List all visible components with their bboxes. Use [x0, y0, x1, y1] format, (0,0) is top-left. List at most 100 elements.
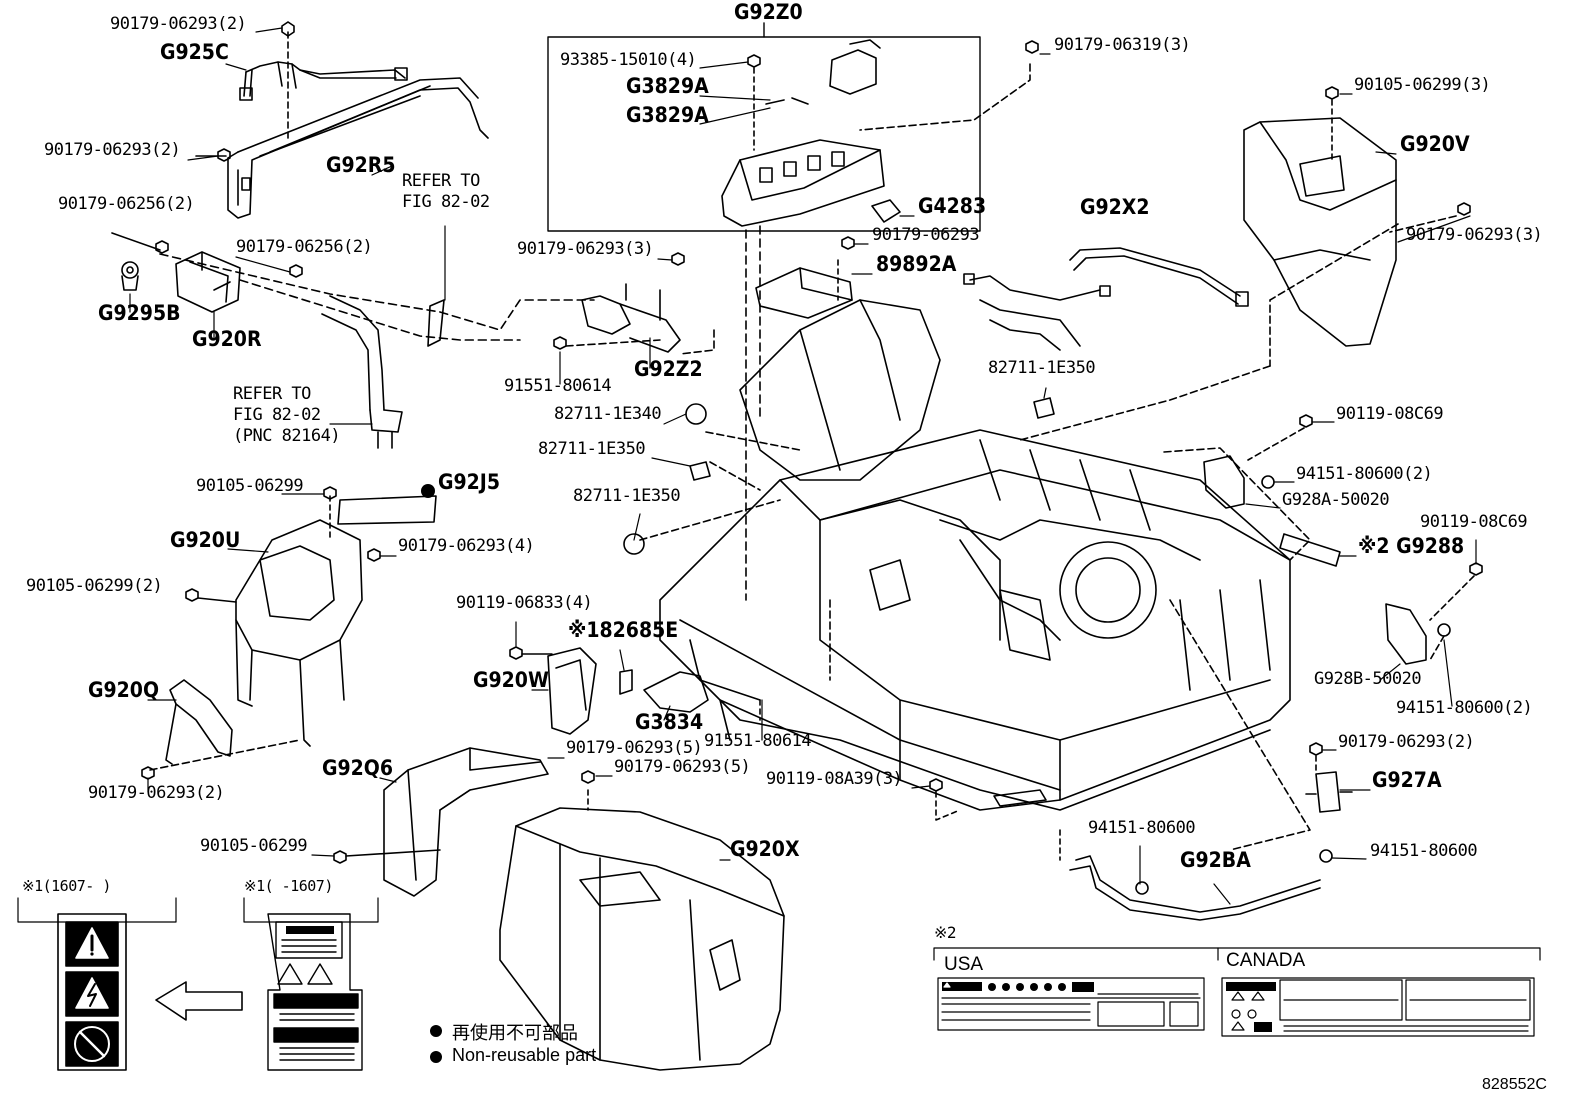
- part-label: 90179-06319(3): [1054, 35, 1191, 55]
- part-label: 94151-80600: [1370, 841, 1478, 861]
- part-label: G92X2: [1080, 195, 1150, 219]
- part-label: 90119-06833(4): [456, 593, 593, 613]
- part-label: G920Q: [88, 678, 159, 702]
- part-label: 91551-80614: [504, 376, 612, 396]
- part-label: 82711-1E350: [573, 486, 681, 506]
- bracket-g920r: [175, 251, 241, 313]
- part-label: G920X: [730, 837, 800, 861]
- bracket-g92r5: [227, 77, 489, 219]
- part-label: 90119-08C69: [1336, 404, 1444, 424]
- part-label: 94151-80600: [1088, 818, 1196, 838]
- bracket-g928a: [1203, 455, 1245, 509]
- part-label: ※2 G9288: [1358, 534, 1465, 558]
- label-82685e: [619, 669, 633, 695]
- warning-label-old: [267, 913, 363, 1071]
- part-label: 90105-06299: [200, 836, 308, 856]
- part-label: G920R: [192, 327, 262, 351]
- part-label: G920U: [170, 528, 241, 552]
- part-label: G920V: [1400, 132, 1470, 156]
- cable-assembly: [321, 225, 446, 449]
- part-label: 90179-06293(2): [44, 140, 181, 160]
- usa-danger-label: [937, 977, 1205, 1031]
- arrow-left: [155, 981, 243, 1021]
- harness-g925c: [239, 61, 408, 101]
- label-sheet-g92j5: [337, 495, 437, 525]
- part-label: G925C: [160, 40, 229, 64]
- part-label: 82711-1E350: [538, 439, 646, 459]
- cable-g92ba: [1069, 849, 1333, 921]
- part-label: 94151-80600(2): [1296, 464, 1433, 484]
- part-label: G3834: [635, 710, 704, 734]
- part-label: 89892A: [876, 252, 957, 276]
- part-label: (PNC 82164): [233, 426, 341, 446]
- part-label: G928A-50020: [1282, 490, 1390, 510]
- part-label: G3829A: [626, 74, 709, 98]
- clamp-g3834: [643, 671, 709, 713]
- part-label: 90179-06293(3): [1406, 225, 1543, 245]
- date-range-label-old: ※1( -1607): [244, 877, 333, 895]
- part-label: G3829A: [626, 103, 709, 127]
- cover-g92q6: [383, 747, 549, 897]
- bracket-g920q: [165, 679, 233, 765]
- part-label: 82711-1E340: [554, 404, 662, 424]
- sensor-g9295b: [121, 261, 139, 291]
- part-label: 94151-80600(2): [1396, 698, 1533, 718]
- part-label: FIG 82-02: [233, 405, 321, 425]
- part-label: 90179-06293(2): [110, 14, 247, 34]
- part-label: FIG 82-02: [402, 192, 490, 212]
- legend-non-reusable-en: Non-reusable part: [452, 1045, 597, 1065]
- part-label: 82711-1E350: [988, 358, 1096, 378]
- part-label: G4283: [918, 194, 987, 218]
- part-label: G927A: [1372, 768, 1442, 792]
- part-label: 90179-06293(2): [1338, 732, 1475, 752]
- part-label: G92Z2: [634, 357, 703, 381]
- note-2-mark: ※2: [934, 923, 957, 942]
- part-label: 90105-06299: [196, 476, 304, 496]
- bracket-g927a: [1315, 771, 1341, 813]
- group-box-title: G92Z0: [734, 0, 803, 24]
- part-label: 90179-06293(3): [517, 239, 654, 259]
- part-label: 90105-06299(2): [26, 576, 163, 596]
- part-label: REFER TO: [402, 171, 480, 191]
- part-label: G928B-50020: [1314, 669, 1422, 689]
- undercover-g920x: [499, 807, 785, 1071]
- bracket-g920w: [547, 647, 597, 735]
- warning-label-new: [57, 913, 127, 1071]
- label-g9288: [1279, 533, 1341, 567]
- battery-assembly: [659, 299, 1291, 811]
- part-label: 93385-15010(4): [560, 50, 697, 70]
- part-label: G920W: [473, 668, 549, 692]
- part-label: 90105-06299(3): [1354, 75, 1491, 95]
- part-label: ※182685E: [568, 618, 679, 642]
- part-label: 90179-06293(5): [566, 738, 703, 758]
- bracket-g92z2: [581, 283, 681, 353]
- part-label: G92J5: [438, 470, 500, 494]
- bracket-g928b: [1385, 603, 1427, 665]
- part-label: G92Q6: [322, 756, 393, 780]
- part-label: 90179-06293(2): [88, 783, 225, 803]
- part-label: 90119-08C69: [1420, 512, 1528, 532]
- part-label: 91551-80614: [704, 731, 812, 751]
- part-label: 90179-06293(4): [398, 536, 535, 556]
- part-label: 90179-06293(5): [614, 757, 751, 777]
- relay-block-g92z0: [721, 39, 885, 227]
- canada-danger-label: [1221, 977, 1535, 1037]
- legend-non-reusable-jp: 再使用不可部品: [452, 1023, 578, 1043]
- part-label: 90179-06256(2): [58, 194, 195, 214]
- figure-code: 828552C: [1482, 1076, 1547, 1093]
- part-label: G92R5: [326, 153, 396, 177]
- part-label: G92BA: [1180, 848, 1251, 872]
- part-label: 90179-06293: [872, 225, 980, 245]
- cover-g920v: [1243, 117, 1397, 347]
- canada-label-title: CANADA: [1226, 950, 1306, 971]
- part-label: 90119-08A39(3): [766, 769, 903, 789]
- usa-label-title: USA: [944, 954, 984, 975]
- date-range-label-new: ※1(1607- ): [22, 877, 111, 895]
- cover-g920u: [235, 519, 363, 747]
- harness-g92x2: [963, 247, 1249, 351]
- part-label: 90179-06256(2): [236, 237, 373, 257]
- part-label: G9295B: [98, 301, 181, 325]
- part-label: REFER TO: [233, 384, 311, 404]
